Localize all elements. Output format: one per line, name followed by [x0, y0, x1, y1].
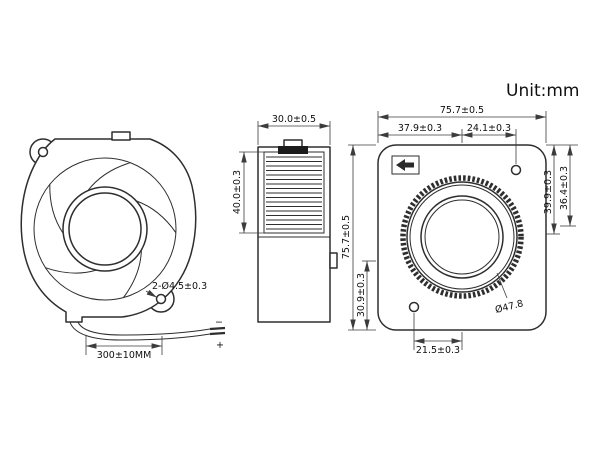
wire-terminal — [209, 326, 226, 331]
hole-offset-dim: 37.9±0.3 — [398, 123, 442, 134]
bottom-offset-dim: 21.5±0.3 — [416, 345, 460, 356]
inlet-opening-circle — [420, 195, 504, 279]
side-width-dim: 30.0±0.5 — [272, 114, 316, 125]
inlet-mid-circle — [409, 184, 515, 290]
volute-housing-outline — [20, 138, 197, 323]
blower-side-view: 30.0±0.5 40.0±0.3 — [232, 114, 338, 323]
side-tab — [329, 252, 338, 269]
leader-line — [145, 289, 158, 298]
front-overall-width-dim: 75.7±0.5 — [440, 105, 484, 116]
mounting-hole — [155, 293, 167, 305]
wire-leads — [69, 321, 226, 341]
right-inner-dim: 39.9±0.3 — [543, 170, 554, 214]
front-overall-height-dim: 75.7±0.5 — [341, 215, 352, 259]
impeller-ring — [62, 186, 148, 272]
hub-hole — [68, 192, 142, 266]
leader-line — [496, 272, 508, 299]
front-housing-outline — [377, 144, 547, 331]
mounting-holes-label: 2-Ø4.5±0.3 — [152, 281, 207, 292]
right-outer-dim: 36.4±0.3 — [559, 166, 570, 210]
mounting-hole — [510, 164, 522, 176]
blower-rear-view: − + 2-Ø4.5±0.3 300±10MM — [20, 131, 226, 361]
left-lower-dim: 30.9±0.3 — [356, 273, 367, 317]
volute-inner-wall — [33, 157, 177, 301]
wire-length-dim: 300±10MM — [97, 350, 152, 361]
vent-height-dim: 40.0±0.3 — [232, 170, 243, 214]
knurled-inlet-ring — [400, 175, 524, 299]
side-body-outline — [257, 146, 331, 323]
label-plate — [278, 146, 308, 154]
unit-label: Unit:mm — [506, 81, 579, 101]
direction-indicator-box — [391, 155, 420, 175]
vent-grille-slats — [266, 156, 322, 230]
mounting-hole — [37, 146, 49, 158]
inlet-outer-circle — [406, 181, 518, 293]
housing-top-tab — [111, 131, 131, 141]
fan-blade-ribs — [45, 162, 177, 298]
hole-spacing-dim: 24.1±0.3 — [467, 123, 511, 134]
left-arrow-icon — [396, 159, 414, 171]
inlet-inner-circle — [424, 199, 500, 275]
blower-front-view: 75.7±0.5 37.9±0.3 24.1±0.3 75.7±0.5 30.9… — [341, 105, 578, 356]
wire-terminal — [209, 331, 226, 336]
mounting-hole — [408, 301, 420, 313]
wire-plus-label: + — [216, 340, 224, 351]
wire-minus-label: − — [215, 317, 223, 328]
